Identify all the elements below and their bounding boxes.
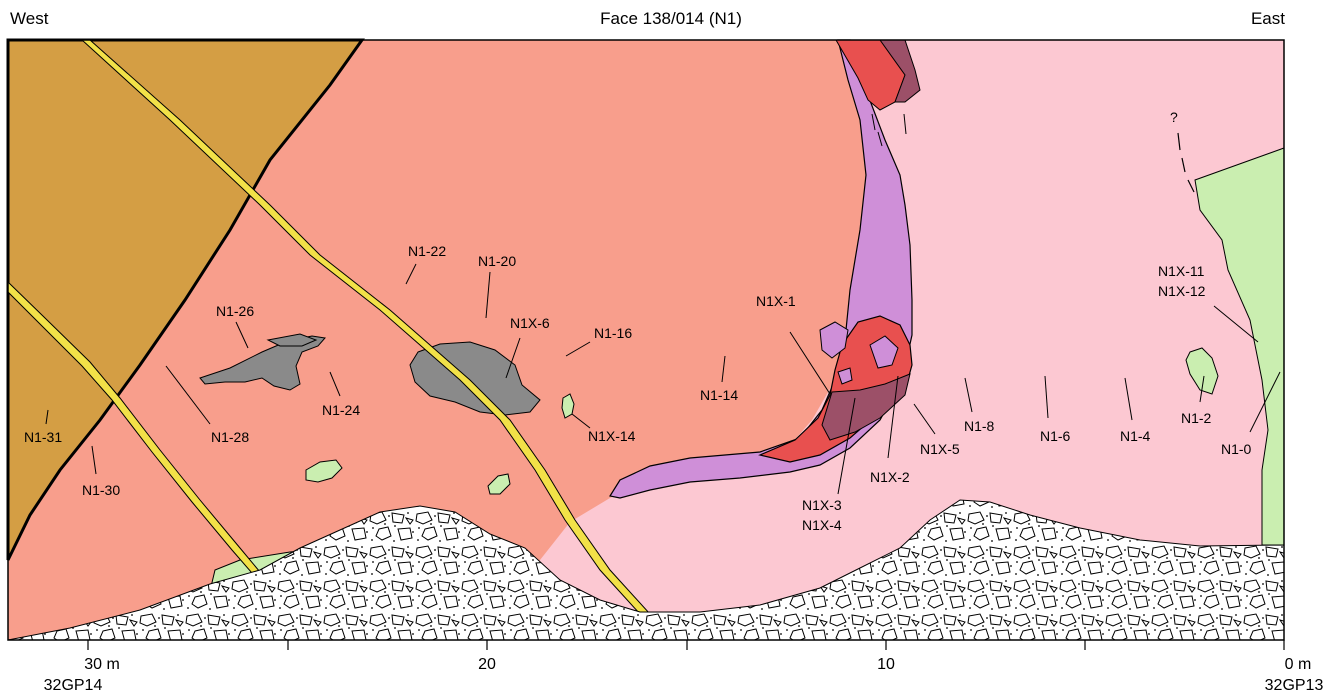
- sample-label-n1x-6: N1X-6: [510, 315, 550, 331]
- sample-label-n1-8: N1-8: [964, 418, 995, 434]
- tick-0m: 0 m: [1285, 656, 1312, 673]
- sample-label-n1-4: N1-4: [1120, 428, 1151, 444]
- sample-label-n1-2: N1-2: [1181, 410, 1212, 426]
- station-left: 32GP14: [44, 677, 103, 694]
- sample-label-n1-22: N1-22: [408, 243, 446, 259]
- sample-label-n1x-11: N1X-11: [1158, 263, 1205, 279]
- sample-label-n1x-3: N1X-3: [802, 497, 842, 513]
- unknown-contact-mark: ?: [1170, 109, 1178, 125]
- sample-label-n1-16: N1-16: [594, 325, 632, 341]
- tick-10: 10: [877, 656, 895, 673]
- sample-label-n1-26: N1-26: [216, 303, 254, 319]
- sample-label-n1x-12: N1X-12: [1158, 283, 1206, 299]
- sample-label-n1x-1: N1X-1: [756, 293, 796, 309]
- sample-label-n1-20: N1-20: [478, 253, 516, 269]
- sample-label-n1-28: N1-28: [211, 429, 249, 445]
- distance-axis: 30 m 20 10 0 m 32GP14 32GP13: [44, 640, 1324, 694]
- sample-label-n1x-5: N1X-5: [920, 441, 960, 457]
- sample-label-n1-31: N1-31: [24, 429, 62, 445]
- station-right: 32GP13: [1265, 677, 1324, 694]
- sample-label-n1-24: N1-24: [322, 402, 360, 418]
- sample-label-n1-30: N1-30: [82, 482, 120, 498]
- sample-label-n1-0: N1-0: [1221, 441, 1252, 457]
- sample-label-n1x-14: N1X-14: [588, 428, 636, 444]
- sample-label-n1x-2: N1X-2: [870, 469, 910, 485]
- sample-label-n1x-4: N1X-4: [802, 517, 842, 533]
- sample-label-n1-14: N1-14: [700, 387, 738, 403]
- sample-label-n1-6: N1-6: [1040, 428, 1071, 444]
- tick-30m: 30 m: [84, 656, 120, 673]
- tick-20: 20: [478, 656, 496, 673]
